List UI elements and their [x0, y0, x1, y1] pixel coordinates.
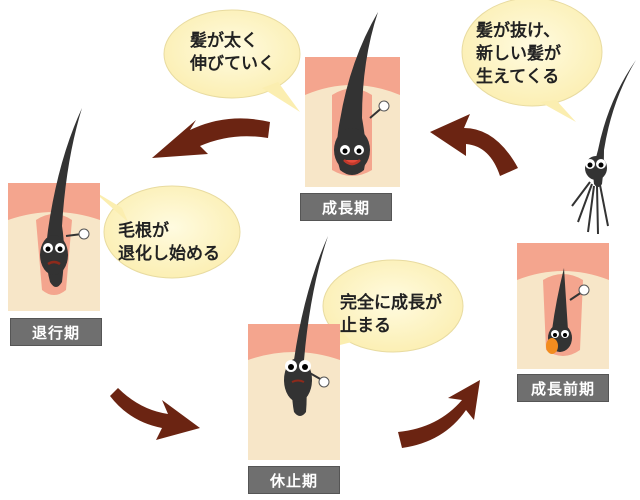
label-rest: 休止期: [248, 466, 340, 494]
arrow-early-to-growth: [430, 114, 518, 176]
hair-growth: [334, 12, 390, 175]
hair-falling: [571, 60, 636, 235]
label-early-growth: 成長前期: [517, 374, 609, 402]
hair-new: [546, 268, 590, 354]
hair-rest: [284, 236, 330, 416]
arrow-growth-to-regression: [152, 118, 270, 158]
bubble-growth: [163, 9, 301, 112]
bubble-text-growth: 髪が太く 伸びていく: [190, 31, 275, 74]
arrow-regression-to-rest: [110, 388, 200, 440]
cycle-arrows: [110, 114, 518, 448]
hair-regression: [40, 108, 90, 287]
bubble-text-rest: 完全に成長が 止まる: [340, 293, 442, 336]
skin-panel-rest: [248, 324, 340, 460]
label-regression: 退行期: [10, 318, 102, 346]
bubble-early-growth: [461, 0, 603, 122]
arrow-rest-to-early-growth: [398, 380, 480, 448]
bubble-text-regression: 毛根が 退化し始める: [118, 221, 220, 264]
bubble-regression: [92, 185, 241, 279]
bubble-text-early-growth: 髪が抜け、 新しい髪が 生えてくる: [476, 21, 561, 87]
label-growth: 成長期: [300, 193, 392, 221]
